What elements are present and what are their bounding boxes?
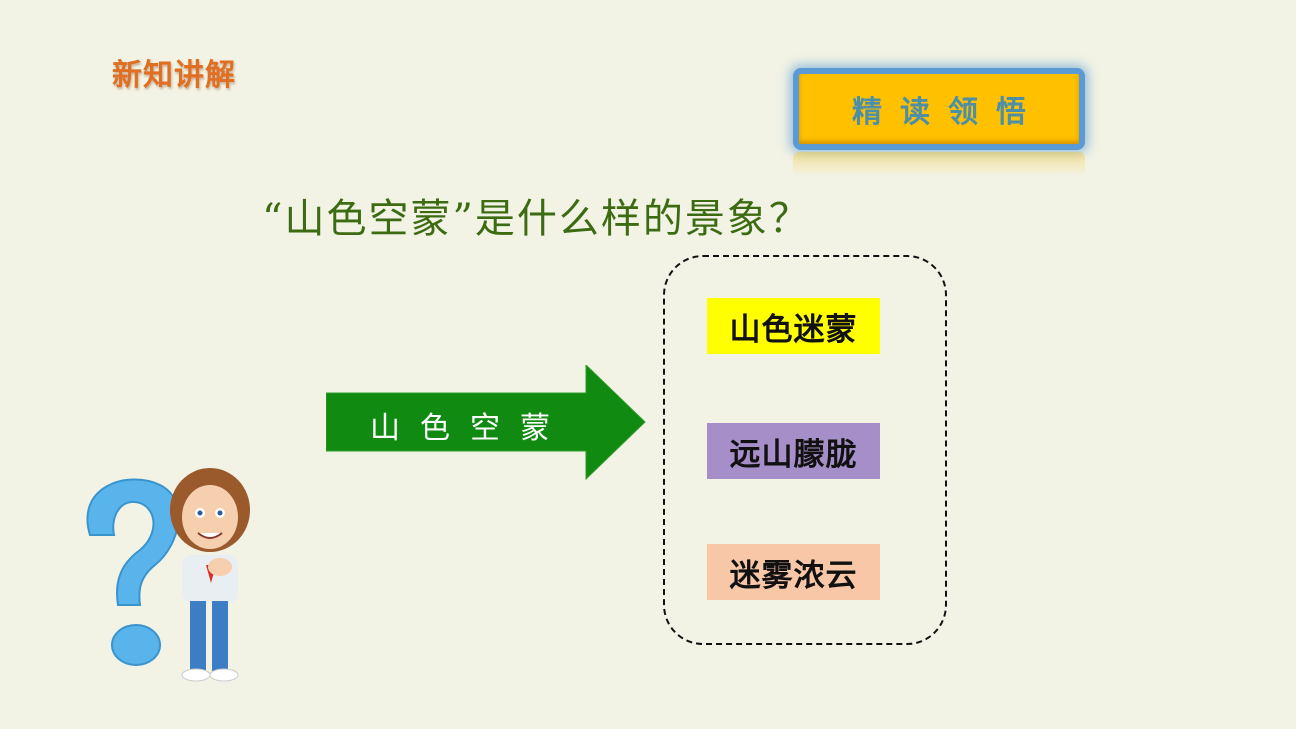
right-arrow-icon [326,365,646,480]
question-heading: “山色空蒙”是什么样的景象？ [262,196,811,242]
question-mark-boy-icon [70,455,270,690]
answer-chip-2: 远山朦胧 [707,423,880,479]
answer-chip-1: 山色迷蒙 [707,298,880,354]
answer-chip-3: 迷雾浓云 [707,544,880,600]
arrow-label: 山色空蒙 [370,411,570,446]
section-tag: 新知讲解 [112,58,236,93]
arrow-shape: 山色空蒙 [326,365,646,480]
answers-container [663,255,947,645]
badge-box: 精读领悟 [793,68,1085,150]
section-badge: 精读领悟 [793,68,1085,176]
badge-reflection [793,152,1085,176]
badge-label: 精读领悟 [852,95,1044,130]
